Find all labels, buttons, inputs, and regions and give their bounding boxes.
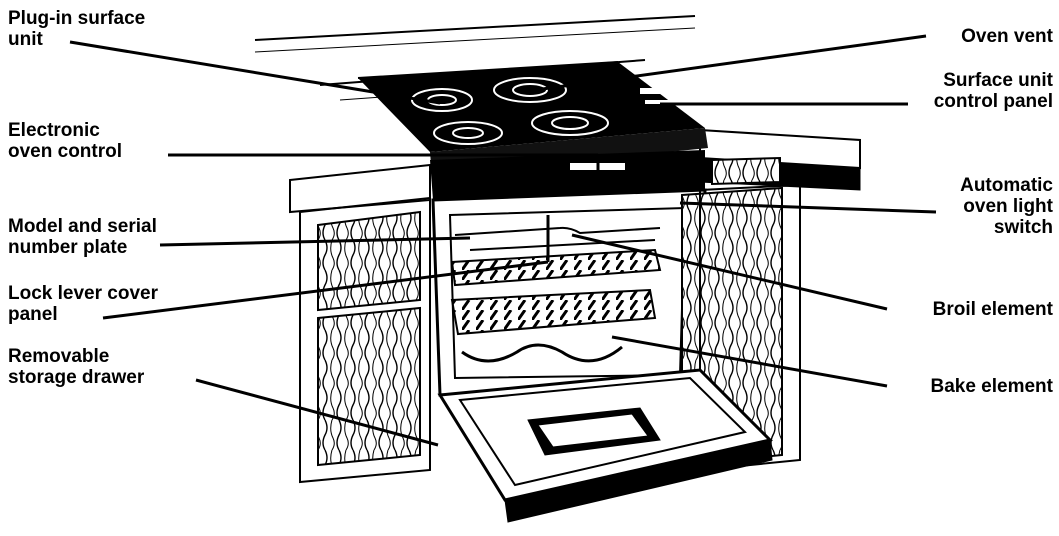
burners [411, 77, 609, 145]
bake-element-drawing [461, 343, 623, 363]
label-automatic-oven-light-switch: Automatic oven light switch [960, 175, 1053, 238]
oven-racks [450, 248, 662, 336]
label-removable-storage-drawer: Removable storage drawer [8, 346, 145, 388]
label-electronic-oven-control: Electronic oven control [8, 120, 123, 162]
leader-plug-in-surface-unit [69, 40, 441, 105]
label-model-serial-plate: Model and serial number plate [8, 216, 157, 258]
label-lock-lever-cover-panel: Lock lever cover panel [8, 283, 158, 325]
leader-oven-vent [527, 34, 927, 93]
broil-element-drawing [454, 226, 661, 251]
leader-automatic-oven-light-switch [679, 201, 937, 214]
label-bake-element: Bake element [930, 376, 1053, 397]
label-surface-unit-control-panel: Surface unit control panel [933, 70, 1053, 112]
leader-model-serial-plate [159, 236, 471, 247]
left-cabinets [299, 196, 431, 484]
leader-broil-element [571, 233, 888, 311]
leader-removable-storage-drawer [195, 378, 439, 447]
oven-door [437, 368, 773, 523]
label-broil-element: Broil element [932, 299, 1053, 320]
label-oven-vent: Oven vent [961, 26, 1053, 47]
leader-lock-lever-cover-panel [102, 260, 549, 320]
leader-bake-element [611, 335, 888, 388]
label-plug-in-surface-unit: Plug-in surface unit [8, 8, 146, 50]
